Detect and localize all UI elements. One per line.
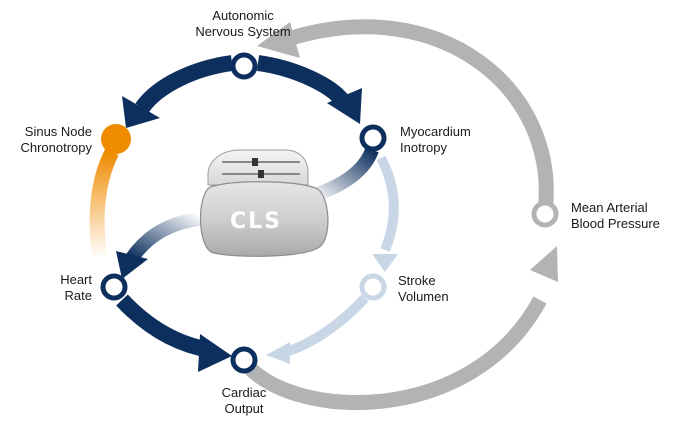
label-stroke: Stroke Volumen <box>398 273 449 304</box>
label-map: Mean Arterial Blood Pressure <box>571 200 660 231</box>
node-myocardium <box>359 124 387 152</box>
lightblue-arrowhead-stroke <box>372 254 398 272</box>
navy-arrowhead-cardiac <box>198 334 232 372</box>
lightblue-arc-myocardium-to-stroke <box>376 155 399 252</box>
label-heart-rate: Heart Rate <box>60 272 92 303</box>
navy-arc-autonomic-to-sinus <box>135 55 234 113</box>
navy-arc-autonomic-to-myocardium <box>256 55 349 106</box>
navy-arc-device-to-myocardium <box>309 147 379 203</box>
node-map <box>531 200 559 228</box>
node-stroke <box>359 273 387 301</box>
label-myocardium: Myocardium Inotropy <box>400 124 471 155</box>
navy-arc-device-to-heartrate <box>126 211 206 263</box>
orange-arc-sinus-to-heartrate <box>89 148 119 260</box>
navy-arrowhead-heartrate <box>116 251 148 279</box>
gray-arc-cardiac-to-map <box>236 296 547 411</box>
navy-arrowhead-sinus <box>122 96 160 128</box>
gray-arrowhead-map <box>530 246 558 282</box>
node-heart-rate <box>100 273 128 301</box>
node-cardiac <box>230 346 258 374</box>
node-sinus <box>101 124 131 154</box>
label-sinus: Sinus Node Chronotropy <box>20 124 92 155</box>
device-can <box>200 181 329 257</box>
lightblue-arrowhead-cardiac <box>266 342 290 364</box>
label-cardiac: Cardiac Output <box>221 385 267 416</box>
cls-device: CLS <box>200 149 329 257</box>
label-autonomic: Autonomic Nervous System <box>195 8 291 39</box>
device-header <box>207 149 309 186</box>
lightblue-arc-stroke-to-cardiac <box>283 294 369 357</box>
navy-arrowhead-myocardium <box>327 88 362 124</box>
device-label: CLS <box>230 209 282 234</box>
node-autonomic <box>230 52 258 80</box>
gray-arrowhead-autonomic <box>257 22 300 58</box>
gray-arc-map-to-autonomic <box>282 19 554 213</box>
navy-arc-heartrate-to-cardiac <box>116 294 212 358</box>
